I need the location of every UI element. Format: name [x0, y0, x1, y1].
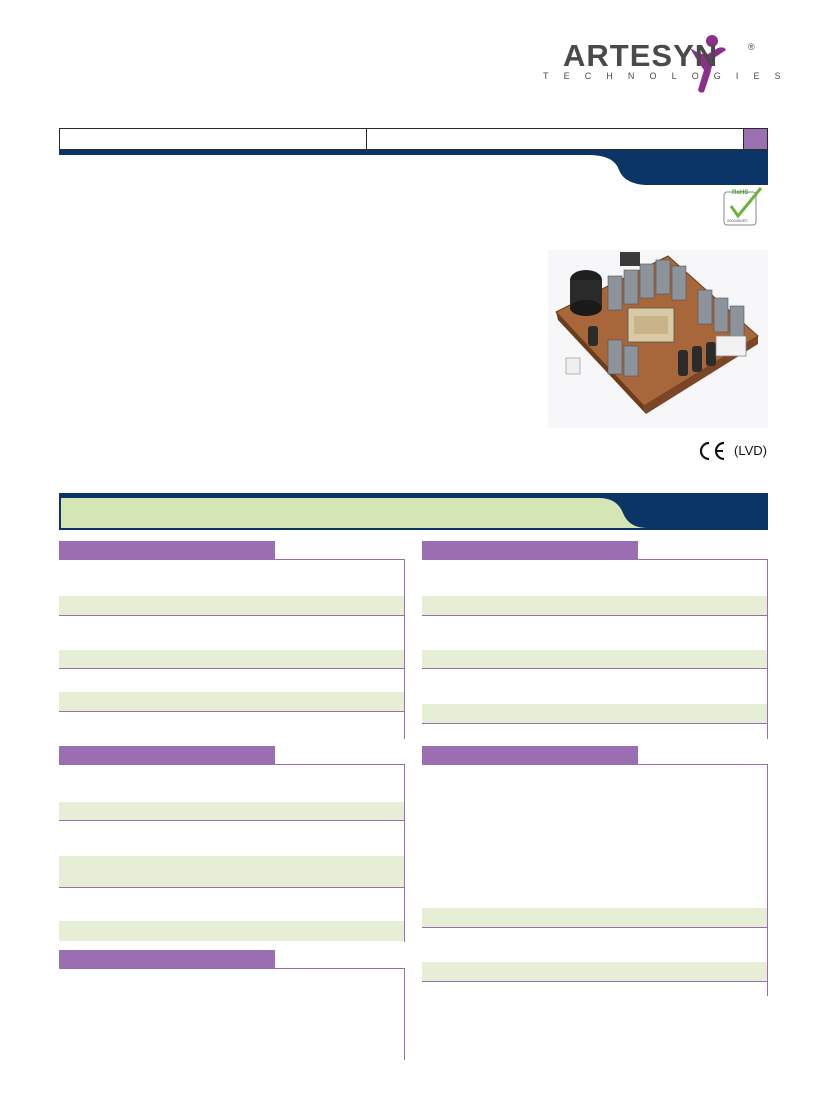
brand-name: ARTESYN: [563, 38, 719, 73]
section-header-bar: [59, 746, 275, 764]
table-row: [59, 596, 404, 615]
header-field-left: [59, 128, 367, 150]
section-header-bar: [59, 541, 275, 559]
artesyn-figure-icon: [690, 35, 726, 93]
table-row: [422, 596, 767, 615]
table-row: [422, 908, 767, 927]
section-header-bar: [422, 746, 638, 764]
table-row: [59, 802, 404, 820]
table-row: [59, 692, 404, 711]
section-header-bar: [422, 541, 638, 559]
section-title-band: [59, 493, 768, 530]
table-row: [422, 962, 767, 981]
header-accent-block: [743, 128, 768, 150]
section-header-bar: [59, 950, 275, 968]
ce-mark-icon: [699, 441, 725, 461]
top-navy-band: [59, 150, 768, 185]
header-field-right: [366, 128, 744, 150]
svg-text:RoHS: RoHS: [732, 190, 748, 196]
table-row: [59, 650, 404, 668]
ce-mark: [698, 441, 726, 466]
table-row: [59, 856, 404, 887]
brand-tagline: TECHNOLOGIES: [543, 71, 796, 81]
rohs-check-icon: RoHS 2002/95/EC: [723, 187, 763, 226]
ce-note: (LVD): [734, 443, 767, 458]
registered-mark: ®: [748, 42, 755, 52]
table-row: [422, 650, 767, 668]
svg-text:2002/95/EC: 2002/95/EC: [727, 218, 748, 223]
table-row: [422, 704, 767, 723]
table-row: [59, 921, 404, 941]
product-image: [548, 250, 768, 428]
